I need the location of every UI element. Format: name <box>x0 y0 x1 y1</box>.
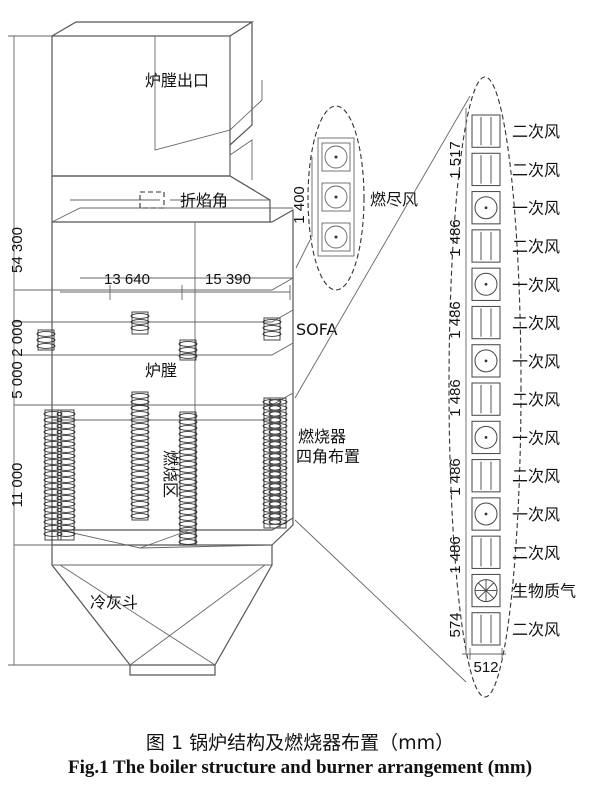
label-furnace-outlet: 炉膛出口 <box>145 71 209 90</box>
nozzle-label: 二次风 <box>512 122 560 141</box>
nozzle-secondary <box>471 305 501 340</box>
nozzle-label: 一次风 <box>512 428 560 447</box>
nozzle-secondary <box>471 459 501 493</box>
dim-spacing-bottom: 574 <box>447 612 464 637</box>
sofa-column <box>36 329 56 351</box>
dim-burner-zone: 11 000 <box>9 463 26 508</box>
caption-en: Fig.1 The boiler structure and burner ar… <box>67 757 533 778</box>
nozzle-label: 二次风 <box>512 543 560 562</box>
dim-spacing-top: 1 517 <box>447 141 464 179</box>
nozzle-label: 二次风 <box>512 467 560 486</box>
nozzle-label: 二次风 <box>512 160 560 179</box>
nozzle-label: 生物质气 <box>512 582 576 601</box>
dim-spacing-5: 1 486 <box>447 536 464 574</box>
nozzle-secondary <box>471 535 501 569</box>
label-furnace: 炉膛 <box>145 361 177 380</box>
burner-column <box>43 409 63 541</box>
boiler-diagram: 54 300 2 000 5 000 11 000 13 640 15 390 … <box>8 21 576 698</box>
nozzle-secondary <box>471 382 501 416</box>
burner-columns <box>36 311 288 546</box>
dim-sofa-gap: 2 000 <box>9 319 26 357</box>
sofa-column <box>262 317 282 341</box>
nozzle-label: 一次风 <box>512 352 560 371</box>
nozzle-label: 二次风 <box>512 237 560 256</box>
label-nose: 折焰角 <box>180 191 228 210</box>
nozzle-biomass <box>471 573 501 608</box>
dim-furnace-gap: 5 000 <box>9 361 26 399</box>
sofa-callout <box>295 105 365 291</box>
nozzle-primary <box>471 497 501 531</box>
height-dimension <box>8 35 291 666</box>
caption-cn: 图 1 锅炉结构及燃烧器布置（mm） <box>145 732 455 754</box>
dim-nozzle-width: 512 <box>473 659 498 676</box>
nozzle-primary <box>471 191 501 225</box>
burner-callout <box>294 76 522 698</box>
nozzle-label: 一次风 <box>512 199 560 218</box>
dim-spacing-2: 1 486 <box>447 301 464 339</box>
nozzle-stack <box>471 114 501 646</box>
label-burner-l2: 四角布置 <box>296 447 360 466</box>
nozzle-label: 二次风 <box>512 314 560 333</box>
dim-spacing-3: 1 486 <box>447 379 464 417</box>
nozzle-label: 一次风 <box>512 275 560 294</box>
sofa-column <box>178 339 198 361</box>
nozzle-primary <box>471 344 501 378</box>
dim-width-side: 15 390 <box>205 271 251 288</box>
nozzle-secondary <box>471 114 501 148</box>
nozzle-primary <box>471 267 501 301</box>
nozzle-label: 一次风 <box>512 505 560 524</box>
nose-marker <box>139 191 165 209</box>
dim-total-height: 54 300 <box>9 227 26 273</box>
nozzle-labels: 二次风二次风一次风二次风一次风二次风一次风二次风一次风二次风一次风二次风生物质气… <box>512 122 576 639</box>
burner-column <box>178 411 198 546</box>
burner-column <box>268 397 288 529</box>
label-burner-l1: 燃烧器 <box>298 427 346 446</box>
burner-column <box>130 391 150 521</box>
label-overfire-air: 燃尽风 <box>370 190 418 209</box>
nozzle-primary <box>471 420 501 455</box>
sofa-column <box>130 311 150 335</box>
nozzle-secondary <box>471 152 501 187</box>
dim-spacing-1: 1 486 <box>447 219 464 257</box>
boiler-outline <box>51 21 294 676</box>
label-sofa: SOFA <box>296 320 337 339</box>
nozzle-secondary <box>471 612 501 646</box>
dim-spacing-4: 1 486 <box>447 458 464 496</box>
label-ash-hopper: 冷灰斗 <box>90 593 138 612</box>
label-combustion-zone: 燃烧区 <box>161 450 180 498</box>
nozzle-label: 二次风 <box>512 390 560 409</box>
dim-width-front: 13 640 <box>104 271 150 288</box>
burner-column <box>56 409 76 541</box>
nozzle-label: 二次风 <box>512 620 560 639</box>
nozzle-secondary <box>471 229 501 263</box>
dim-sofa-spacing: 1 400 <box>291 186 308 224</box>
